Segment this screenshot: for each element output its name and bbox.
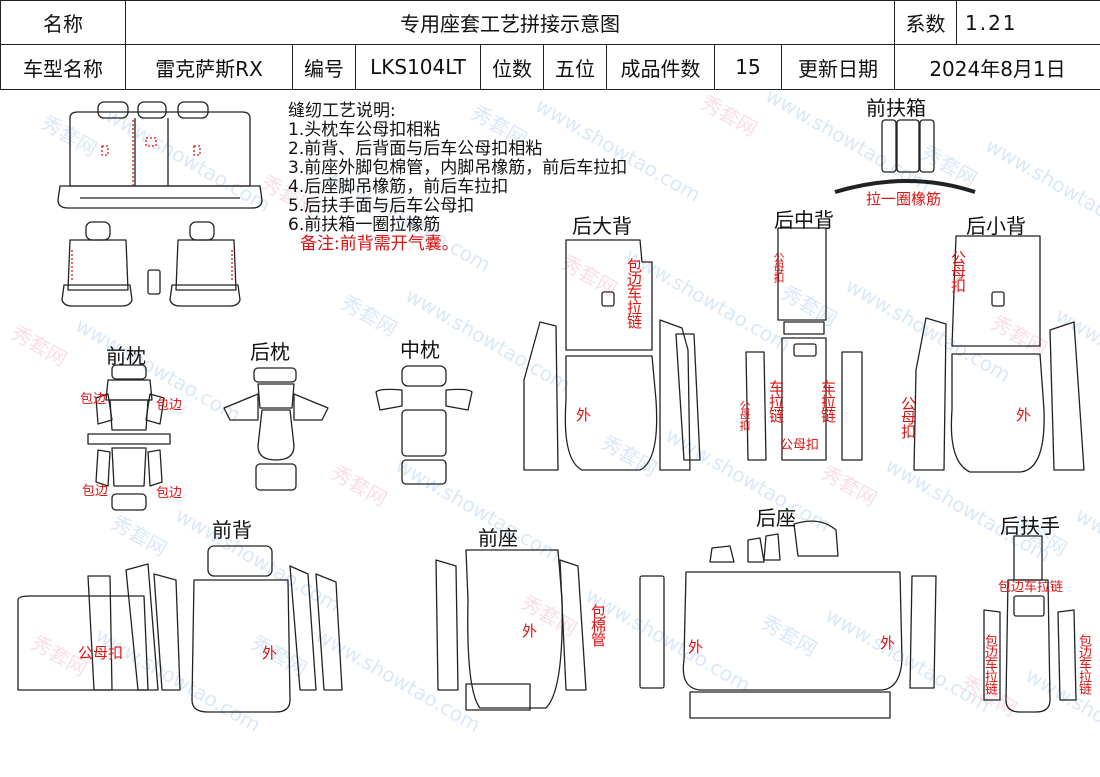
section-front-box: 前扶箱 xyxy=(866,92,926,121)
note-item: 2.前背、后背面与后车公母扣相粘 xyxy=(288,140,627,159)
notes-title: 缝纫工艺说明: xyxy=(288,102,627,121)
label-wrap-edge: 包边 xyxy=(156,482,182,501)
rear-seat-overview xyxy=(58,102,262,208)
label-elastic-loop: 拉一圈橡筋 xyxy=(866,188,941,209)
label-car-zip: 车拉链 xyxy=(818,380,839,422)
label-snap: 公母扣 xyxy=(736,400,752,430)
label-wrap-edge-zip: 包边车拉链 xyxy=(624,258,645,328)
label-wrap-edge: 包边 xyxy=(80,388,106,407)
label-outer: 外 xyxy=(522,620,537,641)
label-outer: 外 xyxy=(576,404,591,425)
label-snap: 公母扣 xyxy=(948,250,969,292)
section-rear-seat: 后座 xyxy=(756,502,796,531)
rear-big-back-pieces xyxy=(524,240,700,470)
mid-pillow-pieces xyxy=(376,366,472,484)
section-rear-big-back: 后大背 xyxy=(572,210,632,239)
label-wrap-edge-zip: 包边车拉链 xyxy=(1074,634,1093,694)
rear-small-back-pieces xyxy=(914,236,1084,472)
label-outer: 外 xyxy=(1016,404,1031,425)
label-car-zip: 车拉链 xyxy=(766,380,787,422)
rear-seat-pieces xyxy=(640,521,936,718)
note-item: 3.前座外脚包棉管，内脚吊橡筋，前后车拉扣 xyxy=(288,159,627,178)
note-item: 4.后座脚吊橡筋，前后车拉扣 xyxy=(288,178,627,197)
section-mid-pillow: 中枕 xyxy=(400,334,440,363)
front-back-pieces xyxy=(18,546,342,712)
section-rear-armrest: 后扶手 xyxy=(1000,510,1060,539)
label-outer: 外 xyxy=(880,632,895,653)
section-front-back: 前背 xyxy=(212,514,252,543)
rear-mid-back-pieces xyxy=(746,228,862,460)
note-item: 1.头枕车公母扣相粘 xyxy=(288,121,627,140)
label-outer: 外 xyxy=(688,636,703,657)
label-wrap-edge: 包边 xyxy=(82,480,108,499)
rear-pillow-pieces xyxy=(224,368,328,490)
label-wrap-edge: 包边 xyxy=(156,394,182,413)
label-wrap-cotton: 包棉管 xyxy=(588,604,609,646)
section-rear-mid-back: 后中背 xyxy=(774,204,834,233)
section-rear-pillow: 后枕 xyxy=(250,336,290,365)
label-snap: 公母扣 xyxy=(770,252,786,282)
section-front-seat: 前座 xyxy=(478,522,518,551)
label-wrap-edge-zip: 包边车拉链 xyxy=(980,634,999,694)
section-rear-small-back: 后小背 xyxy=(966,210,1026,239)
label-outer: 外 xyxy=(262,642,277,663)
label-snap: 公母扣 xyxy=(78,642,123,663)
label-snap-line: 公母扣 xyxy=(780,434,819,453)
label-wrap-edge-zip: 包边车拉链 xyxy=(998,576,1063,595)
section-front-pillow: 前枕 xyxy=(106,340,146,369)
front-box-pieces xyxy=(835,120,975,192)
label-snap: 公母扣 xyxy=(898,396,919,438)
front-seats-overview xyxy=(62,222,240,306)
front-seat-pieces xyxy=(436,550,586,710)
